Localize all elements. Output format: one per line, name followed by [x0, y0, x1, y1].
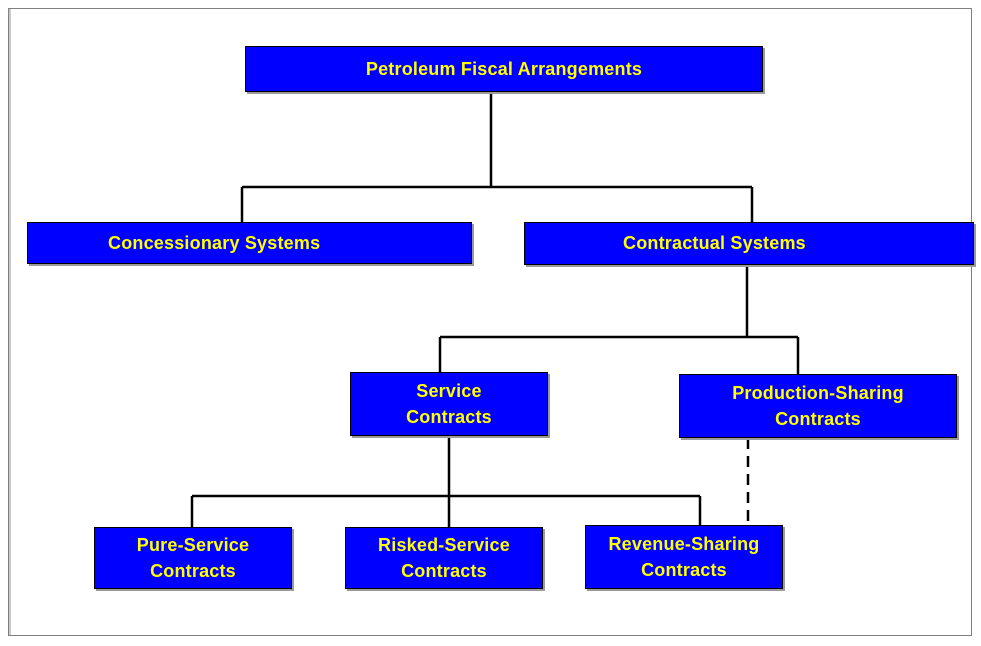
node-service-contracts: Service Contracts [350, 372, 548, 436]
node-production-sharing-contracts: Production-Sharing Contracts [679, 374, 957, 438]
node-concessionary-systems: Concessionary Systems [27, 222, 472, 264]
node-contractual-systems: Contractual Systems [524, 222, 974, 265]
node-pure-service-contracts: Pure-Service Contracts [94, 527, 292, 589]
node-risked-service-contracts: Risked-Service Contracts [345, 527, 543, 589]
node-revenue-sharing-contracts: Revenue-Sharing Contracts [585, 525, 783, 589]
frame-left-edge [9, 9, 11, 635]
outer-frame [8, 8, 972, 636]
root-node-petroleum-fiscal-arrangements: Petroleum Fiscal Arrangements [245, 46, 763, 92]
